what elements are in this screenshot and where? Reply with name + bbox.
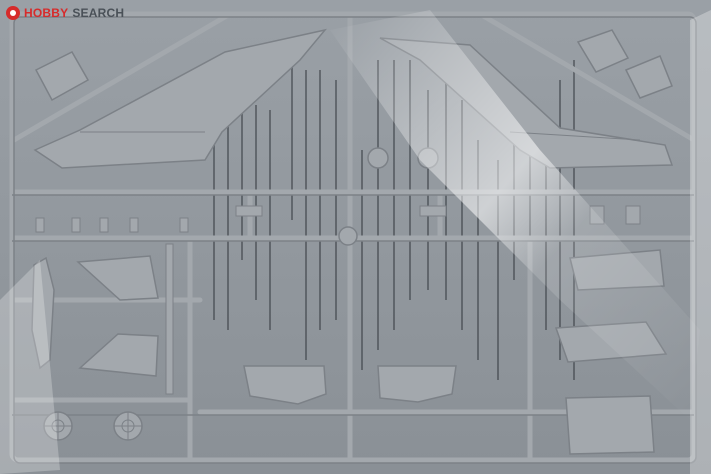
small-panel-top-right [576, 29, 630, 73]
intake-part-left [243, 365, 327, 405]
watermark-brand-second: SEARCH [72, 6, 125, 20]
rod-part [165, 243, 174, 395]
intake-part-right [377, 365, 457, 403]
bag-glare [330, 10, 700, 420]
small-panel-top-right-2 [624, 55, 673, 99]
bag-glare-right-edge [690, 10, 711, 474]
pylon-part [31, 256, 55, 370]
bag-glare-left [0, 260, 60, 474]
watermark-brand-first: HOBBY [24, 6, 69, 20]
panel-bottom-right [565, 395, 655, 455]
vertical-tail-left [33, 28, 327, 169]
small-panel-top-left [34, 51, 90, 102]
watermark-logo: HOBBY SEARCH [6, 5, 124, 21]
watermark-logo-icon [6, 6, 20, 20]
fin-part-lower [78, 333, 159, 377]
fin-part-upper [76, 255, 159, 301]
wheel-hubs [44, 412, 142, 440]
